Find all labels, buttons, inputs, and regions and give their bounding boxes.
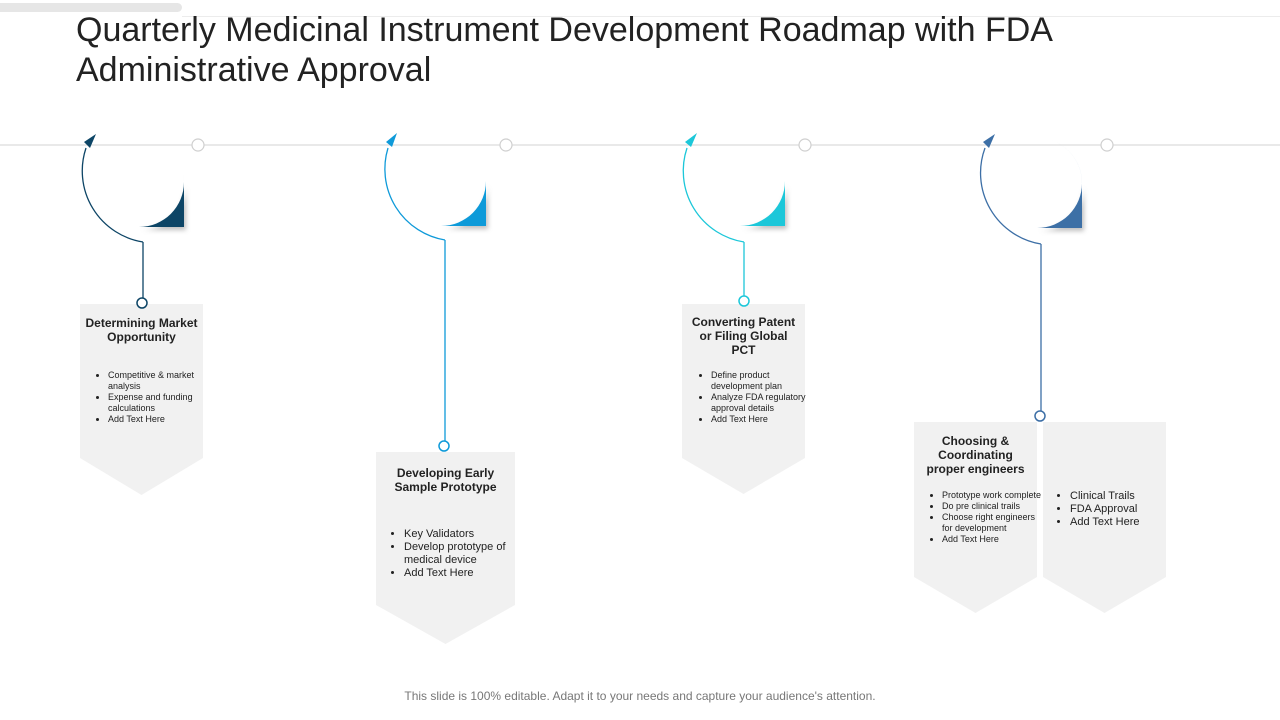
q4-bullet-list: Prototype work complete Do pre clinical … xyxy=(926,490,1046,545)
list-item: Choose right engineers for development xyxy=(942,512,1046,534)
q1-heading: Determining Market Opportunity xyxy=(85,316,198,344)
timeline-node xyxy=(798,138,812,152)
list-item: Expense and funding calculations xyxy=(108,392,212,414)
q1-arrowhead xyxy=(84,134,96,148)
page-title: Quarterly Medicinal Instrument Developme… xyxy=(76,11,1052,89)
top-tab-decoration xyxy=(0,3,182,12)
q4-bubble xyxy=(1037,138,1083,229)
q3-arrowhead xyxy=(685,133,697,147)
list-item: Add Text Here xyxy=(404,567,522,580)
list-item: Add Text Here xyxy=(108,414,212,425)
q4-heading: Choosing & Coordinating proper engineers xyxy=(926,434,1025,476)
footer-note: This slide is 100% editable. Adapt it to… xyxy=(404,689,876,703)
timeline-node xyxy=(191,138,205,152)
q2-connector-dot xyxy=(438,440,450,452)
q2-arc xyxy=(384,147,446,241)
q4-arc xyxy=(979,147,1042,245)
q3-card xyxy=(682,304,805,494)
q1-bullet-list: Competitive & market analysis Expense an… xyxy=(92,370,212,425)
list-item: Clinical Trails xyxy=(1070,490,1174,503)
list-item: Add Text Here xyxy=(942,534,1046,545)
q4-label: Q 4 xyxy=(1020,170,1054,194)
list-item: Competitive & market analysis xyxy=(108,370,212,392)
q1-connector-dot xyxy=(136,297,148,309)
list-item: Add Text Here xyxy=(1070,516,1174,529)
q2-arrowhead xyxy=(386,133,397,147)
q3-bullet-list: Define product development plan Analyze … xyxy=(695,370,813,425)
q1-bubble xyxy=(139,137,184,227)
q3-bubble xyxy=(740,136,785,226)
q2-label: Q 2 xyxy=(424,168,458,192)
q3-label: Q 3 xyxy=(723,168,757,192)
q1-arc xyxy=(81,147,144,243)
q4-connector-dot xyxy=(1034,410,1046,422)
list-item: Add Text Here xyxy=(711,414,813,425)
list-item: FDA Approval xyxy=(1070,503,1174,516)
list-item: Do pre clinical trails xyxy=(942,501,1046,512)
q1-label: Q 1 xyxy=(122,169,156,193)
q2-heading: Developing Early Sample Prototype xyxy=(394,466,497,494)
q4-extra-bullet-list: Clinical Trails FDA Approval Add Text He… xyxy=(1054,490,1174,529)
q3-arc xyxy=(682,147,745,243)
timeline-node xyxy=(1100,138,1114,152)
q4-card xyxy=(914,422,1037,613)
q1-card xyxy=(80,304,203,495)
list-item: Analyze FDA regulatory approval details xyxy=(711,392,813,414)
timeline-node xyxy=(499,138,513,152)
q3-connector-dot xyxy=(738,295,750,307)
list-item: Develop prototype of medical device xyxy=(404,541,522,567)
top-rule xyxy=(182,16,1280,17)
list-item: Prototype work complete xyxy=(942,490,1046,501)
q2-card xyxy=(376,452,515,644)
list-item: Define product development plan xyxy=(711,370,813,392)
q3-heading: Converting Patent or Filing Global PCT xyxy=(691,315,796,357)
list-item: Key Validators xyxy=(404,528,522,541)
q2-bullet-list: Key Validators Develop prototype of medi… xyxy=(388,528,522,580)
q4-extra-card xyxy=(1043,422,1166,613)
q4-arrowhead xyxy=(983,134,995,148)
q2-bubble xyxy=(441,136,486,226)
